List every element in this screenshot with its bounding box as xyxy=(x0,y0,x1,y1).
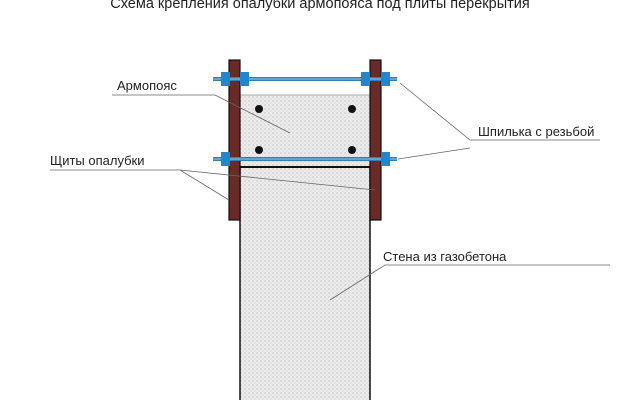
formwork-board-left xyxy=(228,59,241,221)
diagram-title: Схема крепления опалубки армопояса под п… xyxy=(110,0,530,12)
threaded-stud-top xyxy=(213,72,397,86)
threaded-stud-bottom xyxy=(213,152,397,166)
rebar-dots xyxy=(255,105,356,154)
leader-lines xyxy=(50,82,610,301)
label-aerated-concrete-wall: Стена из газобетона xyxy=(383,249,507,264)
label-threaded-stud: Шпилька с резьбой xyxy=(478,124,595,139)
aerated-concrete-wall xyxy=(239,166,371,400)
formwork-board-right xyxy=(369,59,382,221)
label-formwork-boards: Щиты опалубки xyxy=(50,153,145,168)
label-armopoyas: Армопояс xyxy=(117,78,177,93)
